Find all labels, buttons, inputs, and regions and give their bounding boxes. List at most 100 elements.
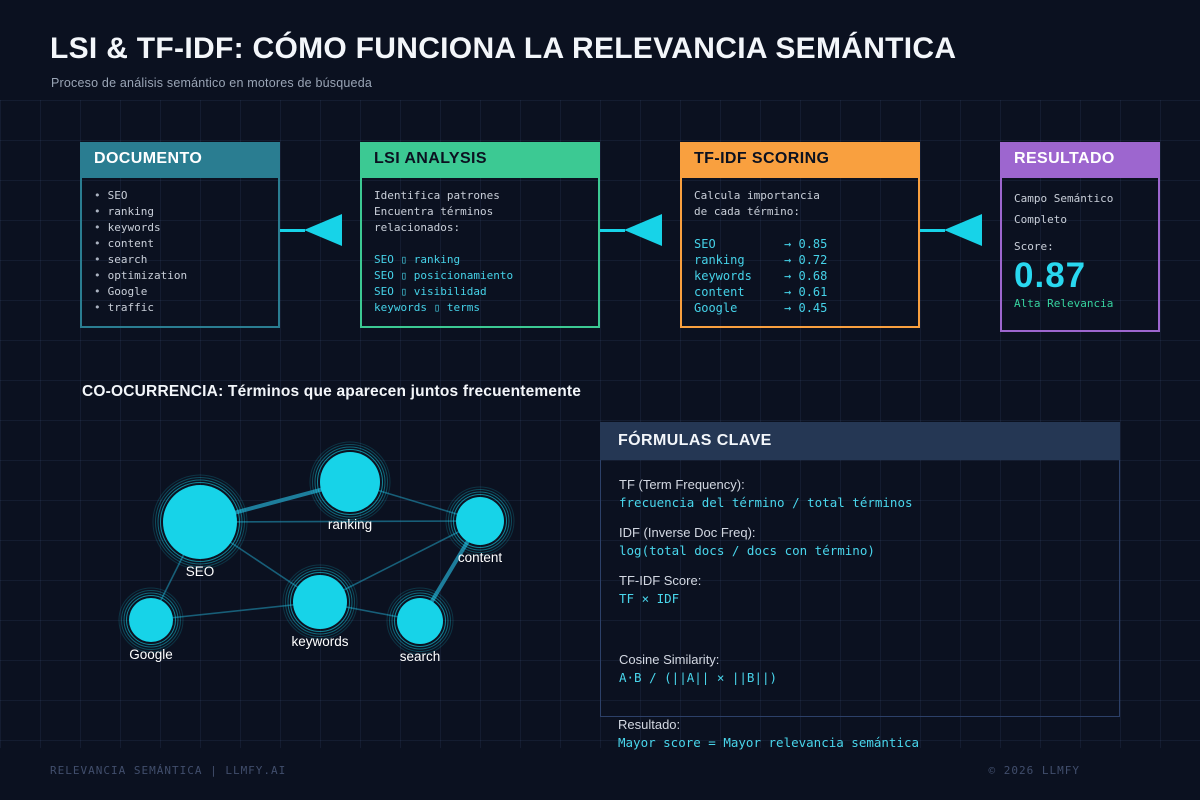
arrow-line <box>280 228 305 232</box>
node-ring <box>389 590 451 652</box>
bullet-icon: • <box>94 285 101 298</box>
bullet-icon: • <box>94 221 101 234</box>
graph-node-label: ranking <box>328 517 372 532</box>
tfidf-intro-line: de cada término: <box>694 205 800 218</box>
node-ring <box>282 564 358 640</box>
tfidf-score-row: Google→ 0.45 <box>694 301 828 315</box>
bullet-icon: • <box>94 189 101 202</box>
arrow-line <box>600 228 625 232</box>
bullet-icon: • <box>94 253 101 266</box>
footer-brand: RELEVANCIA SEMÁNTICA | LLMFY.AI <box>50 764 287 777</box>
node-ring <box>450 491 510 551</box>
document-term: •SEO <box>94 189 128 202</box>
formulas-panel-header: FÓRMULAS CLAVE <box>600 422 1120 460</box>
arrow-right-icon: → <box>784 269 792 283</box>
result-label: Resultado: <box>618 717 681 732</box>
lsi-relation: SEO ▯ ranking <box>374 253 461 266</box>
lsi-relation: SEO ▯ visibilidad <box>374 285 487 298</box>
bullet-icon: • <box>94 269 101 282</box>
node-ring <box>290 572 350 632</box>
arrow-right-icon: → <box>784 301 792 315</box>
arrow-right-icon: → <box>784 237 792 251</box>
bullet-icon: • <box>94 237 101 250</box>
graph-node-SEO <box>163 485 237 559</box>
node-ring <box>285 567 355 637</box>
step-documento-body: •SEO •ranking •keywords •content •search… <box>80 176 280 328</box>
lsi-relation: keywords ▯ terms <box>374 301 480 314</box>
arrow-left-icon <box>304 214 342 246</box>
arrow-left-icon <box>624 214 662 246</box>
graph-node-content <box>456 497 504 545</box>
tfidf-score-row: SEO→ 0.85 <box>694 237 828 251</box>
formula-code: TF × IDF <box>619 591 680 606</box>
graph-node-ranking <box>320 452 380 512</box>
arrow-right-icon: → <box>784 253 792 267</box>
arrow-left-icon <box>944 214 982 246</box>
formula-code: A·B / (||A|| × ||B||) <box>619 670 778 685</box>
document-term: •traffic <box>94 301 154 314</box>
node-ring <box>157 479 243 565</box>
cooccurrence-heading: CO-OCURRENCIA: Términos que aparecen jun… <box>82 383 582 400</box>
graph-node-label: search <box>400 649 441 664</box>
step-tfidf-scoring: TF-IDF SCORING Calcula importancia de ca… <box>680 142 920 328</box>
flow-arrow-1 <box>280 214 360 246</box>
tfidf-score-row: content→ 0.61 <box>694 285 828 299</box>
flow-arrow-2 <box>600 214 680 246</box>
lsi-relation: SEO ▯ posicionamiento <box>374 269 514 282</box>
document-term: •keywords <box>94 221 161 234</box>
arrow-right-icon: → <box>784 285 792 299</box>
graph-node-keywords <box>293 575 347 629</box>
node-ring <box>121 590 181 650</box>
graph-node-search <box>397 598 443 644</box>
score-label: Score: <box>1014 240 1054 253</box>
score-value: 0.87 <box>1014 256 1087 295</box>
tfidf-score-row: keywords→ 0.68 <box>694 269 828 283</box>
node-ring <box>160 482 240 562</box>
graph-node-label: Google <box>129 647 173 662</box>
node-ring <box>287 569 353 635</box>
node-ring <box>386 587 454 655</box>
node-ring <box>118 587 184 653</box>
node-ring <box>314 446 386 518</box>
lsi-intro-line: Identifica patrones <box>374 189 500 202</box>
resultado-line: Completo <box>1014 213 1067 226</box>
resultado-line: Campo Semántico <box>1014 192 1114 205</box>
document-term: •ranking <box>94 205 154 218</box>
graph-node-label: content <box>458 550 503 565</box>
formula-code: frecuencia del término / total términos <box>619 495 913 510</box>
step-tfidf-header: TF-IDF SCORING <box>680 142 920 176</box>
bullet-icon: • <box>94 205 101 218</box>
footer-copyright: © 2026 LLMFY <box>988 764 1080 777</box>
step-documento-header: DOCUMENTO <box>80 142 280 176</box>
tfidf-intro-line: Calcula importancia <box>694 189 820 202</box>
lsi-intro-line: Encuentra términos <box>374 205 494 218</box>
node-ring <box>317 449 383 515</box>
node-ring <box>394 595 446 647</box>
bullet-icon: • <box>94 301 101 314</box>
graph-node-Google <box>129 598 173 642</box>
flow-arrow-3 <box>920 214 1000 246</box>
formulas-panel-body: TF (Term Frequency): frecuencia del térm… <box>600 460 1120 717</box>
step-tfidf-body: Calcula importancia de cada término: SEO… <box>680 176 920 328</box>
formula-label: TF (Term Frequency): <box>619 477 745 492</box>
document-term: •search <box>94 253 148 266</box>
arrow-line <box>920 228 945 232</box>
node-ring <box>155 477 245 567</box>
page-title: LSI & TF-IDF: CÓMO FUNCIONA LA RELEVANCI… <box>50 32 957 65</box>
result-note: Resultado: Mayor score = Mayor relevanci… <box>618 716 919 764</box>
step-lsi-body: Identifica patrones Encuentra términos r… <box>360 176 600 328</box>
step-documento: DOCUMENTO •SEO •ranking •keywords •conte… <box>80 142 280 328</box>
page-subtitle: Proceso de análisis semántico en motores… <box>51 76 373 90</box>
step-lsi-analysis: LSI ANALYSIS Identifica patrones Encuent… <box>360 142 600 328</box>
node-ring <box>126 595 176 645</box>
node-ring <box>448 489 512 553</box>
node-ring <box>152 474 248 570</box>
graph-node-label: keywords <box>291 634 348 649</box>
step-resultado-body: Campo Semántico Completo Score: 0.87 Alt… <box>1000 176 1160 332</box>
document-term: •content <box>94 237 154 250</box>
step-lsi-header: LSI ANALYSIS <box>360 142 600 176</box>
node-ring <box>123 592 179 648</box>
lsi-intro-line: relacionados: <box>374 221 461 234</box>
